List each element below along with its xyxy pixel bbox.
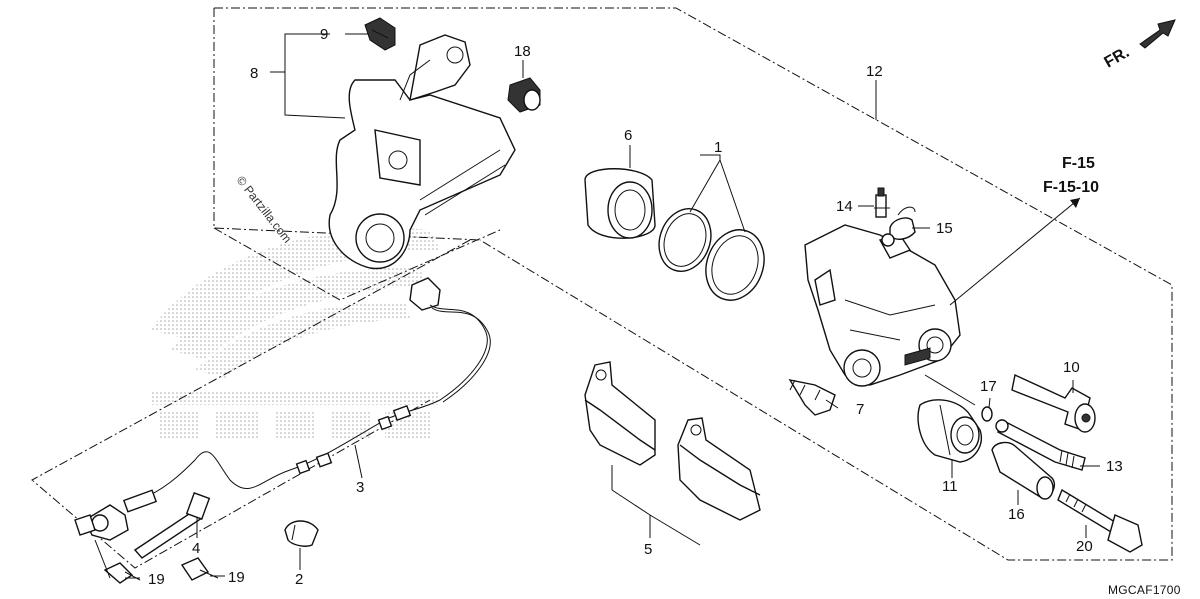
callout-17: 17: [980, 378, 997, 395]
callout-16: 16: [1008, 506, 1025, 523]
callout-18: 18: [514, 43, 531, 60]
piston: [584, 168, 656, 239]
callout-5: 5: [644, 541, 652, 558]
callout-14: 14: [836, 198, 853, 215]
callout-9: 9: [320, 26, 328, 43]
caliper-bracket: [328, 34, 516, 270]
copyright-watermark: © Partzilla.com: [234, 173, 295, 245]
callout-12: 12: [866, 63, 883, 80]
leader-lines: [94, 33, 1100, 579]
diagram-code: MGCAF1700: [1108, 583, 1181, 597]
sensor-stay: [133, 492, 211, 559]
slide-pin-13: [995, 419, 1086, 471]
bleeder-cap: [881, 206, 916, 247]
caliper-body: [804, 224, 961, 387]
bolt-20: [1057, 488, 1143, 553]
boot-18: [507, 77, 541, 113]
pin-boot: [917, 399, 982, 463]
sensor-bolt: [74, 514, 96, 536]
callout-15: 15: [936, 220, 953, 237]
callout-20: 20: [1076, 538, 1093, 555]
bolt-19-b: [180, 557, 219, 581]
o-ring: [981, 406, 993, 422]
slide-pin-10: [1011, 373, 1096, 433]
wheel-speed-sensor: [84, 277, 491, 541]
piston-seal-set: [658, 208, 765, 301]
bracket-clip: [364, 17, 396, 51]
bleed-valve: [874, 187, 890, 218]
callout-8: 8: [250, 65, 258, 82]
bolt-19-a: [103, 562, 141, 584]
callout-19b: 19: [228, 569, 245, 586]
cable-clamp: [284, 520, 319, 547]
front-arrow-label: FR.: [1102, 44, 1133, 72]
callout-10: 10: [1063, 359, 1080, 376]
callout-7: 7: [856, 401, 864, 418]
callout-4: 4: [192, 540, 200, 557]
sleeve: [991, 441, 1056, 500]
callout-1: 1: [714, 139, 722, 156]
callout-13: 13: [1106, 458, 1123, 475]
pad-spring: [788, 379, 836, 416]
reference-f15-10: F-15-10: [1043, 179, 1099, 196]
reference-f15: F-15: [1062, 155, 1095, 172]
front-direction-arrow: FR.: [1102, 19, 1176, 72]
callout-6: 6: [624, 127, 632, 144]
callout-2: 2: [295, 571, 303, 588]
callout-11: 11: [942, 478, 958, 495]
brake-pad-set: [584, 361, 761, 521]
callout-19a: 19: [148, 571, 165, 588]
callout-3: 3: [356, 479, 364, 496]
